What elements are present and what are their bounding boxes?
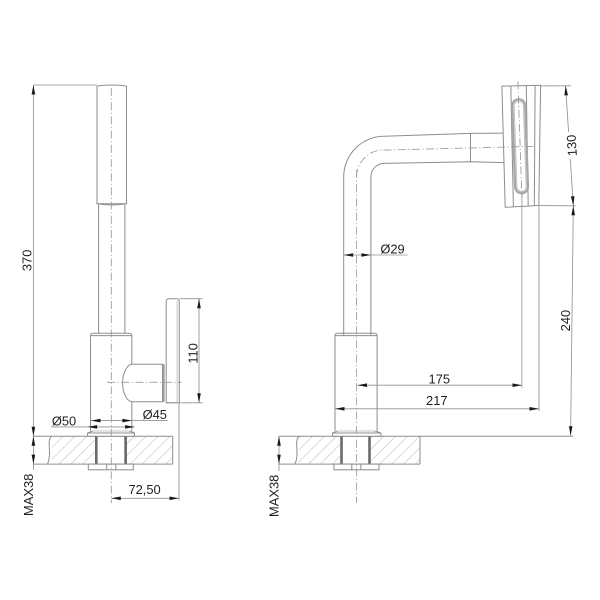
svg-text:MAX38: MAX38 [266, 475, 281, 517]
svg-text:Ø50: Ø50 [52, 414, 76, 429]
svg-text:Ø45: Ø45 [143, 407, 167, 422]
svg-text:Ø29: Ø29 [380, 242, 404, 257]
svg-text:370: 370 [20, 250, 35, 272]
svg-text:240: 240 [558, 310, 573, 332]
svg-text:130: 130 [564, 134, 580, 156]
svg-text:MAX38: MAX38 [21, 474, 36, 516]
svg-text:72,50: 72,50 [128, 482, 160, 497]
svg-text:175: 175 [429, 371, 451, 386]
svg-text:217: 217 [426, 393, 448, 408]
svg-text:110: 110 [185, 343, 200, 364]
